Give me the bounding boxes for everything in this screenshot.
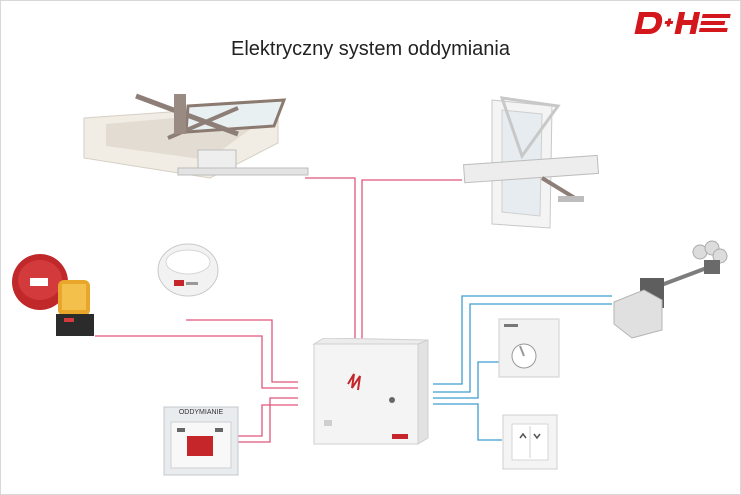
wire-window	[361, 179, 462, 340]
dh-logo-icon	[634, 12, 731, 34]
weather-sensor-icon	[613, 240, 728, 339]
wire-thermostat	[433, 361, 500, 399]
call-point-label: ODDYMIANIE	[178, 409, 224, 416]
window-actuator-icon	[463, 96, 600, 229]
wire-roof-vent	[305, 177, 356, 340]
diagram-title: Elektryczny system oddymiania	[231, 38, 510, 60]
wire-call-point-2	[232, 397, 298, 443]
wire-call-point-1	[238, 404, 298, 437]
wire-weather-2	[433, 303, 612, 393]
roof-vent-icon	[83, 93, 309, 179]
vent-switch-icon	[502, 414, 558, 470]
bell-beacon-icon	[12, 254, 94, 336]
thermostat-icon	[498, 318, 560, 378]
wire-smoke-detector	[186, 319, 298, 383]
call-point-icon	[163, 406, 239, 476]
wire-switch	[433, 403, 502, 441]
control-panel-icon	[312, 338, 429, 445]
wire-bell	[95, 335, 298, 389]
smoke-detector-icon	[157, 243, 219, 297]
wire-weather	[433, 295, 612, 385]
